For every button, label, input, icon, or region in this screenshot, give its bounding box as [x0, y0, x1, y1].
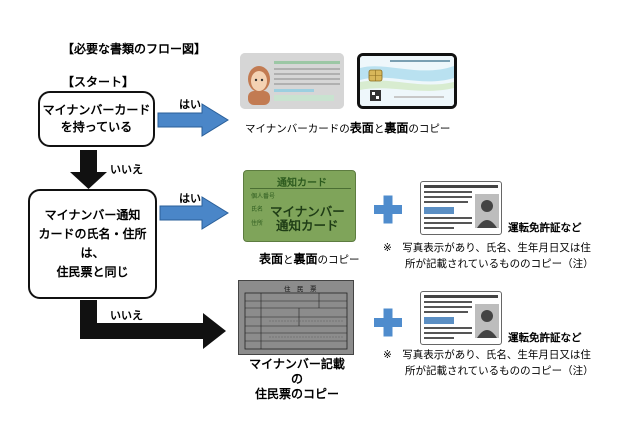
result-1-front: 表面 [349, 121, 374, 135]
no-arrow-l [80, 300, 226, 349]
result-1-part2: と [373, 123, 385, 135]
yes-label-2: はい [179, 192, 201, 205]
result-3-line-2: 住民票のコピー [254, 387, 339, 401]
result-1-back: 裏面 [384, 121, 409, 135]
license-label-1: 運転免許証など [508, 222, 582, 234]
yes-arrow-1 [157, 103, 229, 137]
result-3-line-1: マイナンバー記載の [249, 357, 345, 386]
yes-arrow-2 [159, 196, 229, 230]
mynumber-card-front-graphic [240, 53, 344, 109]
mynumber-card-back-image [357, 53, 457, 109]
question-1-box: マイナンバーカード を持っている [38, 91, 155, 147]
license-card-2-image [420, 291, 502, 345]
note-1-line-2: 所が記載されているもののコピー（注） [405, 258, 594, 271]
note-2-line-2: 所が記載されているもののコピー（注） [405, 365, 594, 378]
license-label-2: 運転免許証など [508, 332, 582, 344]
mynumber-card-back-graphic [360, 56, 454, 106]
start-label: 【スタート】 [62, 75, 135, 89]
question-1-text: マイナンバーカード を持っている [42, 102, 151, 134]
note-1: ※ 写真表示があり、氏名、生年月日又は住 所が記載されているもののコピー（注） [383, 240, 594, 273]
notif-card-name-field: 氏名 [251, 206, 264, 213]
result-1-part3: のコピー [408, 123, 451, 135]
notif-card-title: 通知カード [277, 178, 327, 189]
juminhyo-title: 住 民 票 [284, 285, 317, 293]
question-2-box: マイナンバー通知 カードの氏名・住所 は、 住民票と同じ [28, 189, 157, 299]
no-arrow-down [70, 150, 107, 189]
juminhyo-form-lines [244, 292, 348, 350]
result-2-back: 裏面 [293, 252, 318, 266]
diagram-title: 【必要な書類のフロー図】 [62, 42, 207, 56]
plus-icon-1 [374, 195, 402, 224]
no-label-2: いいえ [110, 309, 143, 322]
notif-card-number-field: 個人番号 [251, 193, 276, 200]
no-label-1: いいえ [110, 163, 143, 176]
note-1-line-1: ※ 写真表示があり、氏名、生年月日又は住 [383, 242, 591, 254]
notif-card-address-field: 住所 [251, 220, 264, 227]
result-1-caption: マイナンバーカードの表面と裏面のコピー [245, 119, 450, 136]
juminhyo-image: 住 民 票 [238, 280, 354, 355]
result-2-part2: と [283, 254, 294, 266]
result-3-caption: マイナンバー記載の 住民票のコピー [245, 357, 349, 402]
result-2-part3: のコピー [317, 254, 360, 266]
license-card-1-image [420, 181, 502, 235]
notif-card-main-1: マイナンバー [270, 204, 345, 219]
note-2: ※ 写真表示があり、氏名、生年月日又は住 所が記載されているもののコピー（注） [383, 347, 594, 380]
result-1-part1: マイナンバーカードの [245, 123, 350, 135]
question-2-text: マイナンバー通知 カードの氏名・住所 は、 住民票と同じ [38, 207, 147, 280]
license-card-1-graphic [424, 185, 499, 229]
result-2-caption: 表面と裏面のコピー [259, 250, 360, 267]
license-card-2-graphic [424, 295, 499, 339]
plus-icon-2 [374, 308, 402, 337]
notif-card-main-2: 通知カード [276, 218, 339, 233]
yes-label-1: はい [179, 98, 201, 111]
notification-card-image: 通知カード 個人番号 氏名 住所 マイナンバー 通知カード [243, 170, 356, 242]
mynumber-card-front-image [240, 53, 344, 109]
result-2-front: 表面 [259, 252, 284, 266]
notif-card-rule [250, 188, 351, 189]
note-2-line-1: ※ 写真表示があり、氏名、生年月日又は住 [383, 349, 591, 361]
